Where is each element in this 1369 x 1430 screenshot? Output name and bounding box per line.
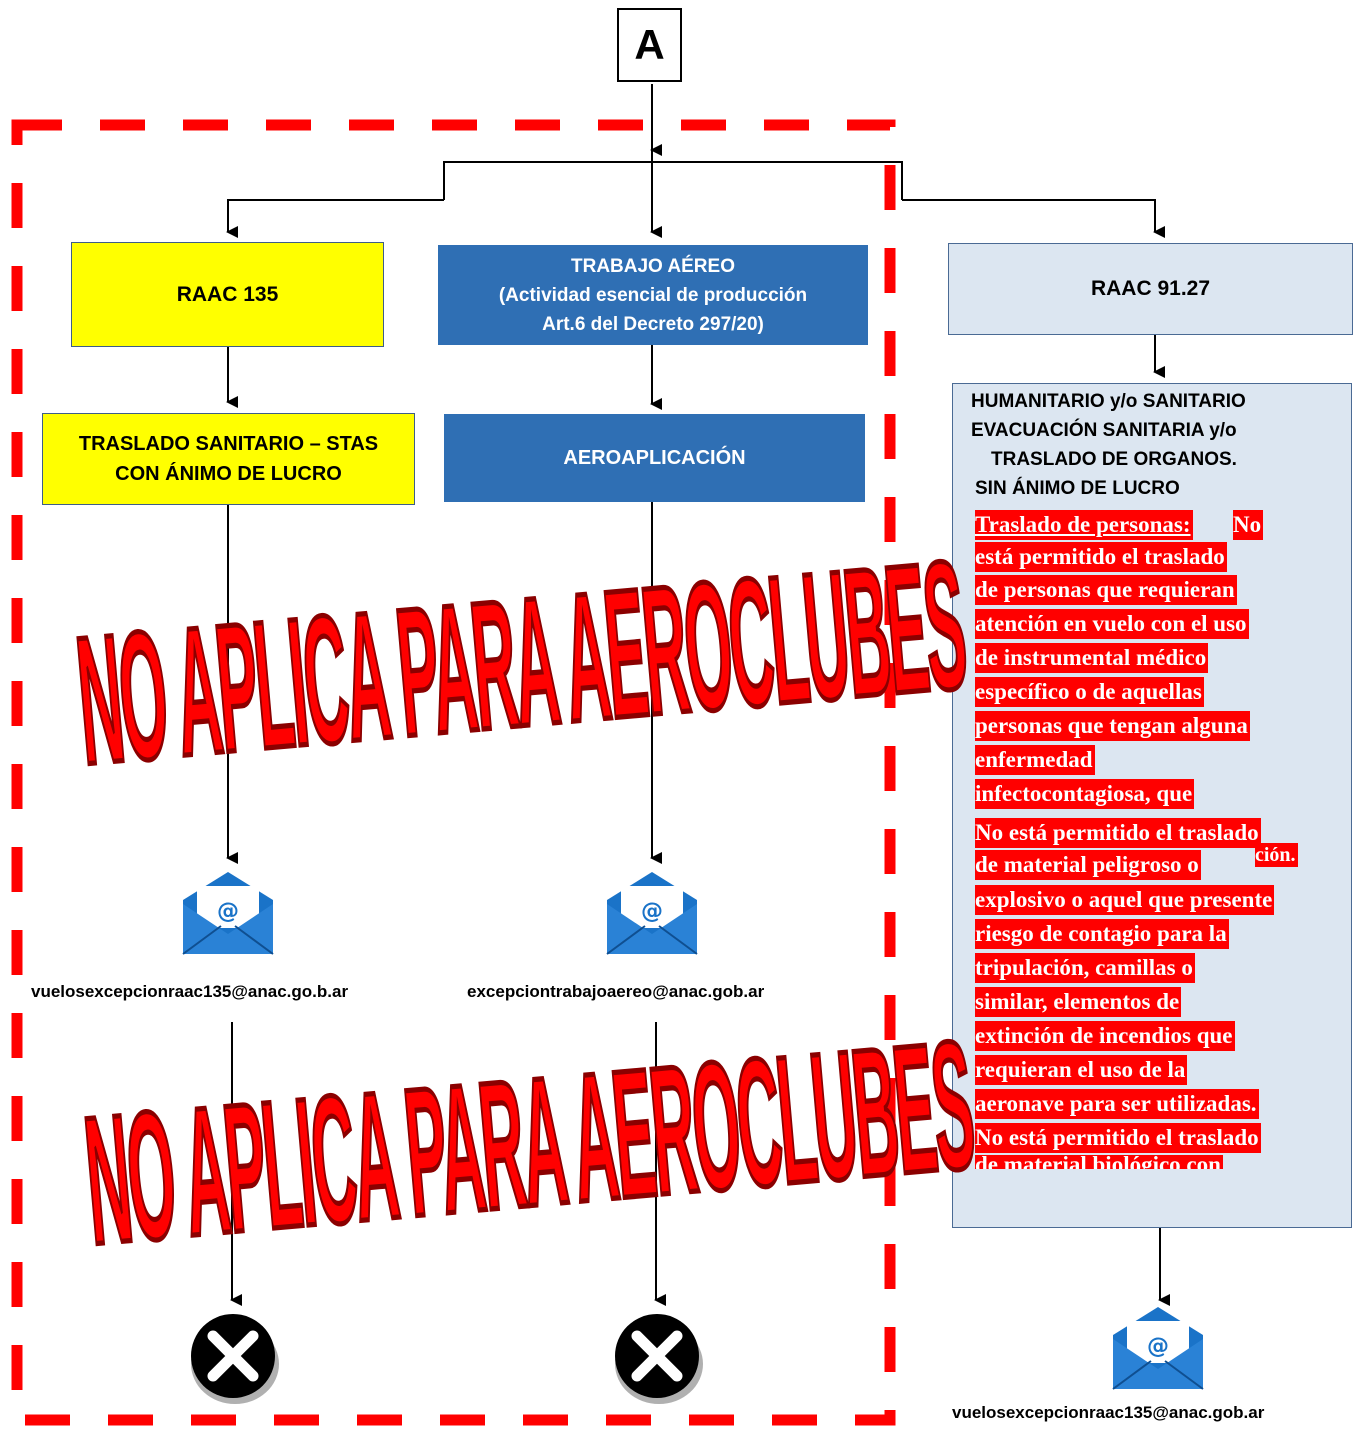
restriction-line: ción. xyxy=(1255,843,1298,867)
restriction-line: de personas que requieran xyxy=(975,575,1237,605)
humanitario-box: HUMANITARIO y/o SANITARIO EVACUACIÓN SAN… xyxy=(952,383,1352,1228)
restriction-line: explosivo o aquel que presente xyxy=(975,885,1275,915)
email-raac9127-label: vuelosexcepcionraac135@anac.gob.ar xyxy=(952,1403,1265,1422)
restriction-line: No está permitido el traslado xyxy=(975,818,1261,848)
trabajo-aereo-title: TRABAJO AÉREO xyxy=(571,255,735,277)
email-envelope-icon: @ xyxy=(1112,1307,1204,1390)
svg-text:@: @ xyxy=(641,899,663,924)
x-circle-icon xyxy=(615,1314,703,1404)
restriction-line: específico o de aquellas xyxy=(975,677,1204,707)
restriction-line: tripulación, camillas o xyxy=(975,953,1195,983)
restriction-line: está permitido el traslado xyxy=(975,542,1227,572)
humanitario-head-2: EVACUACIÓN SANITARIA y/o xyxy=(971,420,1237,441)
trabajo-aereo-subtitle: (Actividad esencial de producción xyxy=(498,284,808,306)
restriction-line: riesgo de contagio para la xyxy=(975,919,1229,949)
trabajo-aereo-decree: Art.6 del Decreto 297/20) xyxy=(542,313,764,335)
start-node-a: A xyxy=(617,8,682,82)
restriction-line: Traslado de personas: xyxy=(975,510,1193,540)
aeroaplicacion-box: AEROAPLICACIÓN xyxy=(444,414,865,502)
restriction-line: No está permitido el traslado xyxy=(975,1123,1261,1153)
traslado-line-2: CON ÁNIMO DE LUCRO xyxy=(115,463,342,485)
excluded-region-frame xyxy=(11,119,896,1426)
restriction-line: requieran el uso de la xyxy=(975,1055,1188,1085)
svg-text:@: @ xyxy=(217,899,239,924)
humanitario-head-1: HUMANITARIO y/o SANITARIO xyxy=(971,391,1246,412)
traslado-sanitario-box: TRASLADO SANITARIO – STAS CON ÁNIMO DE L… xyxy=(42,413,415,505)
restriction-line: similar, elementos de xyxy=(975,987,1182,1017)
email-raac135-label: vuelosexcepcionraac135@anac.go.b.ar xyxy=(31,982,349,1001)
raac-91-27-box: RAAC 91.27 xyxy=(948,243,1353,335)
humanitario-head-4: SIN ÁNIMO DE LUCRO xyxy=(975,478,1180,499)
x-circle-icon xyxy=(191,1314,279,1404)
email-envelope-icon: @ xyxy=(606,872,698,955)
restriction-line: personas que tengan alguna xyxy=(975,711,1250,741)
raac-135-box: RAAC 135 xyxy=(71,242,384,347)
restriction-line: atención en vuelo con el uso xyxy=(975,609,1249,639)
restriction-line-clipped: de material biológico con xyxy=(975,1155,1223,1169)
restriction-line: infectocontagiosa, que xyxy=(975,779,1195,809)
email-trabajo-aereo-label: excepciontrabajoaereo@anac.gob.ar xyxy=(467,982,765,1001)
restriction-line: de material peligroso o xyxy=(975,850,1201,880)
restriction-line: aeronave para ser utilizadas. xyxy=(975,1089,1259,1119)
restriction-line: No xyxy=(1233,510,1264,540)
email-envelope-icon: @ xyxy=(182,872,274,955)
traslado-line-1: TRASLADO SANITARIO – STAS xyxy=(78,433,379,455)
humanitario-head-3: TRASLADO DE ORGANOS. xyxy=(991,449,1237,470)
restriction-line: extinción de incendios que xyxy=(975,1021,1235,1051)
restriction-line: de instrumental médico xyxy=(975,643,1209,673)
restriction-line: enfermedad xyxy=(975,745,1095,775)
trabajo-aereo-box: TRABAJO AÉREO (Actividad esencial de pro… xyxy=(438,245,868,345)
svg-text:@: @ xyxy=(1147,1334,1169,1359)
